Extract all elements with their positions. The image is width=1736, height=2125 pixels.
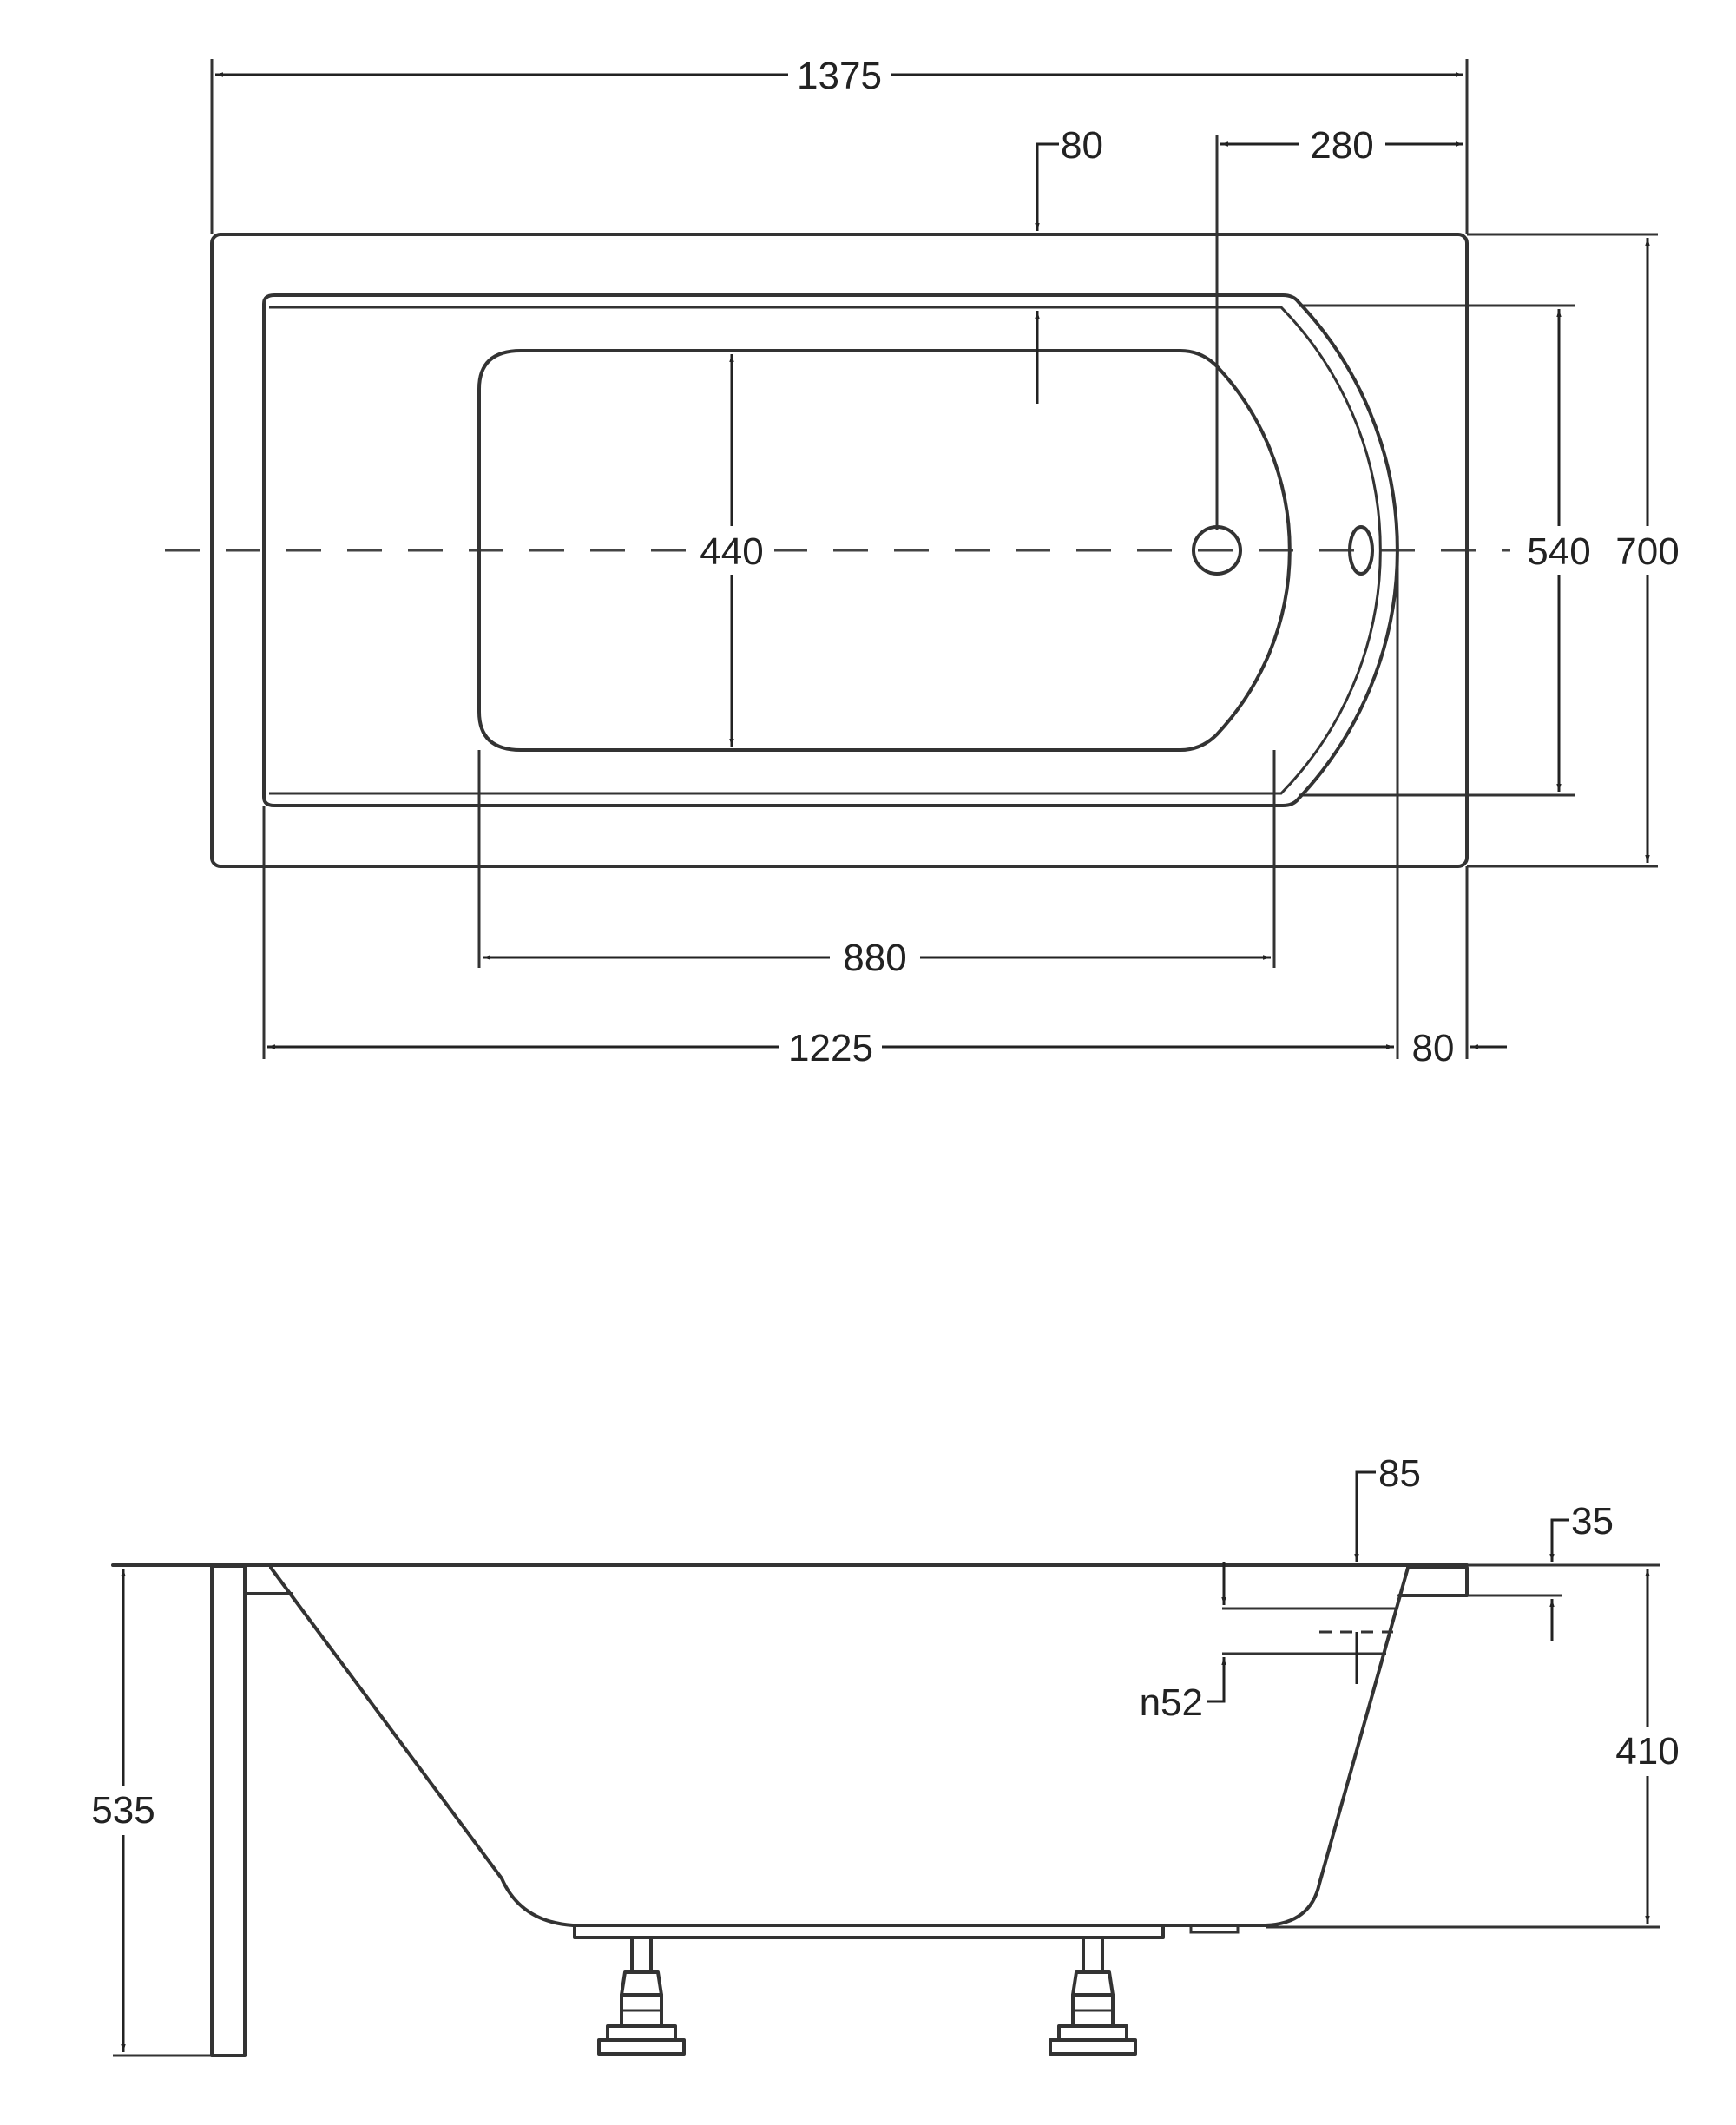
- dim-leader-n52: [1207, 1657, 1226, 1703]
- dim-leader-80: [1035, 142, 1059, 231]
- overflow-icon: [1348, 525, 1374, 576]
- outer-rim: [210, 233, 1469, 868]
- dim-leader-35: [1549, 1518, 1569, 1562]
- basin-floor: [477, 349, 1292, 752]
- label-end-rim: 80: [1412, 1027, 1455, 1069]
- label-total-height: 535: [91, 1789, 155, 1832]
- dim-leader-85: [1354, 1470, 1376, 1562]
- top-view: 1375 80 280 440 540 700 880 1225 80: [165, 52, 1691, 1071]
- label-inner-width: 440: [700, 530, 763, 573]
- label-rim-to-overflow: 85: [1378, 1452, 1421, 1495]
- foot-left: [597, 1936, 686, 2056]
- label-overflow-diameter: n52: [1140, 1681, 1203, 1724]
- label-basin-width: 540: [1527, 530, 1590, 573]
- label-overall-length: 1375: [797, 55, 882, 97]
- front-panel: [210, 1564, 247, 2057]
- tub-shell: [269, 1566, 1410, 1927]
- foot-right: [1049, 1936, 1137, 2056]
- label-overall-width: 700: [1615, 530, 1679, 573]
- base-support: [573, 1924, 1165, 1939]
- label-basin-depth: 410: [1615, 1730, 1679, 1773]
- label-rim-thickness: 35: [1571, 1500, 1614, 1543]
- label-floor-length: 880: [843, 937, 906, 979]
- basin-inner-edge: [269, 306, 1382, 795]
- label-drain-offset: 280: [1310, 124, 1373, 167]
- label-rim-width: 80: [1061, 124, 1103, 167]
- side-view: 535 410 85 35 n52: [80, 1452, 1691, 2057]
- label-basin-length: 1225: [788, 1027, 873, 1069]
- rim-ledge: [1397, 1566, 1469, 1597]
